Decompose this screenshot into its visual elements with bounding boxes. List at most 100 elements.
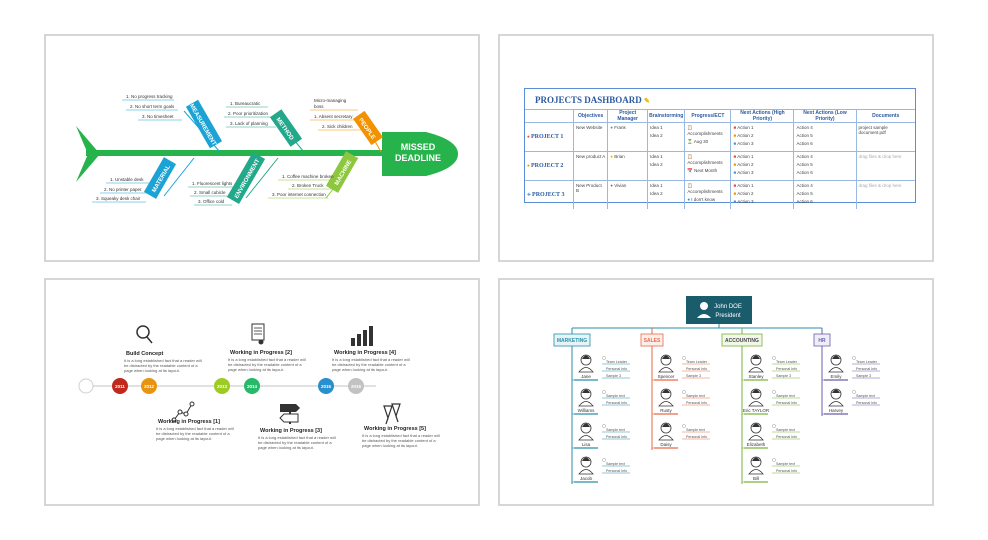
cause-text: 2. No short term goals — [130, 104, 175, 109]
action-item: ■ Action 2 — [733, 162, 754, 167]
person-name: Jane — [581, 374, 591, 379]
objective-cell: New Product B — [572, 180, 609, 209]
person-avatar-icon — [828, 354, 844, 373]
action-item: ■ Action 1 — [733, 183, 754, 188]
bar-chart-icon — [351, 326, 373, 346]
event-description: It is a long established fact that a rea… — [156, 426, 234, 441]
person-info-label: Team Leader — [606, 360, 628, 364]
cause-text: 3. Office cold — [198, 199, 225, 204]
orgchart-panel[interactable]: John DOE President MARKETING SALES ACCOU… — [498, 278, 934, 506]
person-name: Eric TAYLOR — [743, 408, 770, 413]
bone-label-box — [185, 99, 223, 149]
person-info-label: Sample text — [606, 394, 625, 398]
person-info-label: Sample text — [686, 428, 705, 432]
person-info-label: Personal Info — [776, 469, 797, 473]
person-info-label: Sample text — [776, 462, 795, 466]
person-avatar-icon — [658, 422, 674, 441]
document-dropzone[interactable]: drag files & drop here — [858, 154, 902, 159]
bone-line — [163, 157, 195, 197]
svg-text:2016: 2016 — [351, 384, 362, 389]
person-avatar-icon — [578, 422, 594, 441]
progress-item: ⏳ Aug 30 — [687, 139, 709, 144]
cause-text: 1. Fluorescent lights — [192, 181, 233, 186]
president-title: President — [715, 313, 741, 319]
action-item: Action 6 — [796, 199, 813, 204]
person-name: Harvey — [829, 408, 844, 413]
person-info-label: Sample text — [776, 394, 795, 398]
progress-item: 📅 Next Month — [687, 168, 718, 173]
person-name: Bill — [753, 476, 759, 481]
project-name: PROJECT 1 — [530, 134, 564, 140]
cause-text: 3. Lack of planning — [230, 121, 268, 126]
bone-label-box — [226, 151, 266, 205]
action-item: ■ Action 2 — [733, 191, 754, 196]
fishbone-panel[interactable]: MISSED DEADLINE MEASUREMENT METHOD PEOPL… — [44, 34, 480, 262]
action-item: Action 6 — [796, 170, 813, 175]
cause-text: Micro-managing — [314, 98, 347, 103]
person-name: Spencer — [658, 374, 675, 379]
action-item: ■ Action 2 — [733, 133, 754, 138]
document-link[interactable]: project sample document.pdf — [858, 125, 888, 135]
department-label: MARKETING — [557, 338, 587, 344]
action-item: Action 4 — [796, 154, 813, 159]
year-node[interactable]: 2013 — [214, 378, 230, 394]
event-title: Build Concept — [126, 351, 163, 357]
person-name: Elizabeth — [747, 442, 766, 447]
cause-text: 3. Poor internet connection — [272, 192, 326, 197]
event-title: Working in Progress [5] — [364, 426, 426, 432]
idea-item: Idea 2 — [650, 133, 663, 138]
person-info-label: Personal Info — [606, 401, 627, 405]
president-avatar-icon — [697, 302, 711, 318]
bone-label-box — [269, 109, 303, 147]
pencil-icon: ✎ — [644, 97, 650, 105]
person-info-label: Personal Info — [606, 367, 627, 371]
timeline-panel[interactable]: 2011 2012 2013 2014 2015 2016 — [44, 278, 480, 506]
year-node[interactable]: 2014 — [244, 378, 260, 394]
department-label: SALES — [644, 338, 661, 344]
objective-cell: New product A — [572, 151, 609, 181]
action-item: Action 5 — [796, 191, 813, 196]
cause-text: 2. Small cubicle — [194, 190, 226, 195]
person-info-label: Team Leader — [686, 360, 708, 364]
event-description: It is a long established fact that a rea… — [228, 357, 306, 372]
cause-text: 2. Sick children — [322, 124, 353, 129]
dashboard-panel[interactable]: PROJECTS DASHBOARD ✎ Objectives Project … — [498, 34, 934, 262]
year-node[interactable]: 2015 — [318, 378, 334, 394]
cause-text: 1. Unstable desk — [110, 177, 144, 182]
column-header: Next Actions (Low Priority) — [793, 109, 857, 123]
dashboard-title: PROJECTS DASHBOARD ✎ — [535, 95, 650, 105]
document-dropzone[interactable]: drag files & drop here — [858, 183, 902, 188]
dashboard-title-text: PROJECTS DASHBOARD — [535, 95, 642, 105]
column-header: Progress/ECT — [684, 109, 732, 123]
table-row[interactable]: ● PROJECT 2 New product A ● Brian Idea 1… — [525, 151, 915, 181]
year-node[interactable]: 2012 — [141, 378, 157, 394]
manager-name: Frank — [614, 125, 626, 130]
action-item: Action 4 — [796, 125, 813, 130]
president-name: John DOE — [714, 304, 742, 310]
year-node[interactable]: 2011 — [112, 378, 128, 394]
event-description: It is a long established fact that a rea… — [258, 435, 336, 450]
cause-text: 3. Squeaky desk chair — [96, 196, 141, 201]
president-box — [686, 296, 752, 324]
fish-spine — [86, 150, 386, 156]
fish-head — [382, 132, 458, 176]
year-node[interactable]: 2016 — [348, 378, 364, 394]
table-row[interactable]: ✚ PROJECT 3 New Product B ● Vivian Idea … — [525, 180, 915, 209]
department-label: HR — [818, 338, 826, 344]
event-title: Working in Progress [3] — [260, 428, 322, 434]
champagne-icon — [383, 403, 401, 425]
